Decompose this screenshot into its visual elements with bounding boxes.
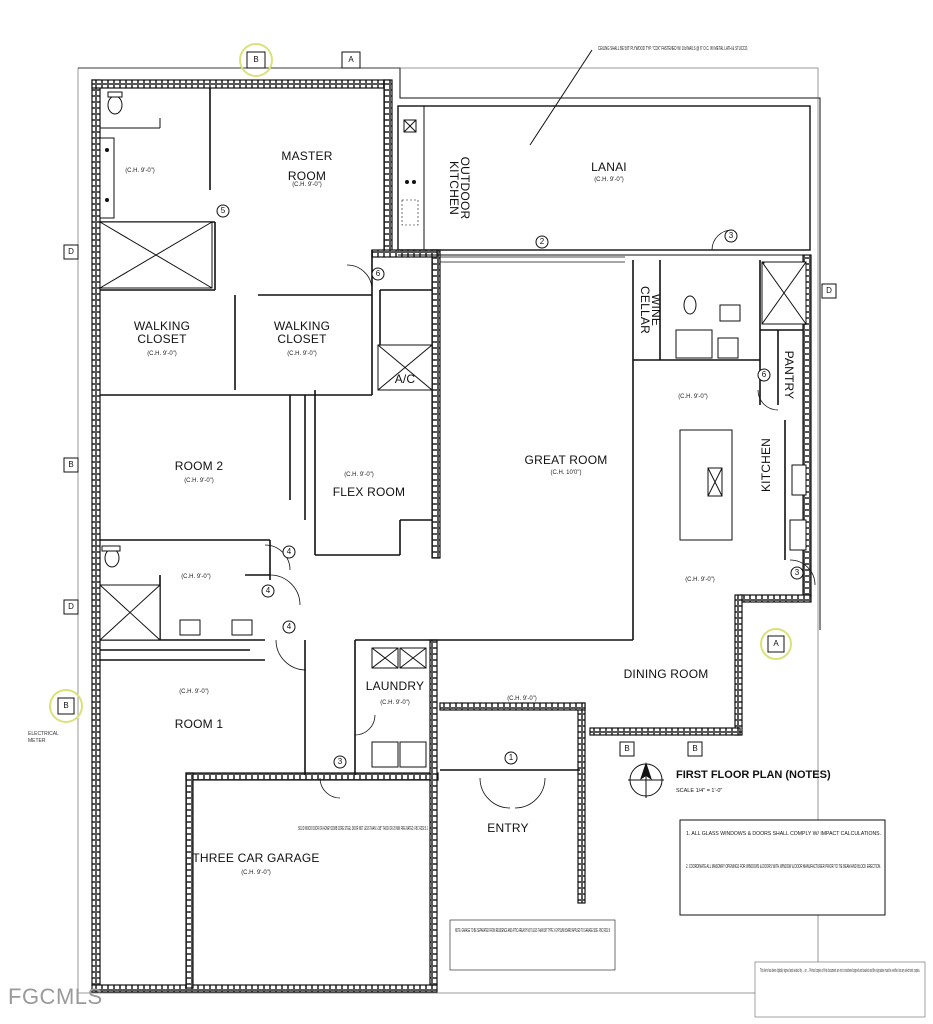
tag-left-b: B: [68, 460, 73, 469]
label-garage-sub: (C.H. 9'-0"): [241, 870, 271, 876]
door-note: SOLID WOOD DOOR OR HONEYCOMB CORE STEEL …: [298, 826, 428, 832]
label-garage: THREE CAR GARAGE: [192, 851, 319, 865]
label-great-sub: (C.H. 10'0"): [551, 470, 582, 476]
label-room1-sub: (C.H. 9'-0"): [179, 689, 209, 695]
garage-note: NOTE: GARAGE TO BE SEPARATED FROM RESIDE…: [455, 928, 610, 934]
label-laundry: LAUNDRY: [366, 679, 425, 693]
plan-scale: SCALE 1/4" = 1'-0": [676, 788, 722, 794]
hall-bath-fixtures: [99, 545, 253, 641]
notes-text: FIRST FLOOR PLAN (NOTES) SCALE 1/4" = 1'…: [28, 46, 920, 974]
signature-note: This item has been digitally signed and …: [760, 968, 920, 974]
label-bath2-sub: (C.H. 9'-0"): [181, 574, 211, 580]
lot-outline: [77, 67, 819, 994]
exterior-walls: [91, 79, 812, 993]
label-outdoor-kitchen: OUTDOORKITCHEN: [447, 157, 472, 220]
note-1: 1. ALL GLASS WINDOWS & DOORS SHALL COMPL…: [686, 831, 881, 837]
tag-left-b2: B: [63, 701, 68, 710]
north-arrow-icon: [628, 762, 664, 798]
door-mark-4b: 4: [266, 586, 271, 595]
label-kitchen-sub: (C.H. 9'-0"): [678, 394, 708, 400]
label-hall-sub: (C.H. 9'-0"): [507, 696, 537, 702]
note-2: 2. COORDINATE ALL MASONRY OPENINGS FOR W…: [686, 864, 881, 870]
notes-box: [679, 819, 886, 916]
label-master-sub: (C.H. 9'-0"): [292, 182, 322, 188]
label-flex-room: FLEX ROOM: [333, 485, 405, 499]
door-mark-4a: 4: [287, 547, 292, 556]
section-tags: B A D B D B D A B B: [49, 43, 837, 757]
laundry-fixtures: [371, 647, 427, 768]
label-dining-room: DINING ROOM: [624, 667, 709, 681]
tag-bottom-b1: B: [624, 744, 629, 753]
plan-title: FIRST FLOOR PLAN (NOTES): [676, 769, 831, 781]
label-room2-sub: (C.H. 9'-0"): [184, 478, 214, 484]
label-room1: ROOM 1: [175, 717, 224, 731]
door-mark-3b: 3: [795, 568, 800, 577]
door-mark-1: 1: [509, 753, 514, 762]
label-laundry-sub: (C.H. 9'-0"): [380, 700, 410, 706]
ac-unit: [377, 344, 433, 391]
label-great-room: GREAT ROOM: [525, 453, 608, 467]
tag-left-d2: D: [68, 602, 74, 611]
label-entry: ENTRY: [487, 821, 528, 835]
watermark: FGCMLS: [8, 984, 103, 1009]
kitchen-fixtures: [675, 261, 807, 551]
tag-bottom-b2: B: [692, 744, 697, 753]
label-room2: ROOM 2: [175, 459, 224, 473]
door-markers: 1 2 3 3 3 4 4 4 5 6 6: [216, 204, 804, 769]
tag-top-a: A: [348, 55, 354, 64]
label-ac: A/C: [395, 372, 416, 386]
tag-left-d1: D: [68, 247, 74, 256]
tag-top-b: B: [253, 55, 258, 64]
tag-right-a: A: [773, 639, 779, 648]
garage-note-box: [449, 919, 616, 971]
door-mark-2: 2: [540, 237, 545, 246]
label-walk2-sub: (C.H. 9'-0"): [287, 351, 317, 357]
door-mark-6a: 6: [376, 269, 381, 278]
label-walk1-sub: (C.H. 9'-0"): [147, 351, 177, 357]
tag-right-d: D: [826, 286, 832, 295]
ceiling-note-leader: [529, 49, 593, 146]
label-flex-sub: (C.H. 9'-0"): [344, 472, 374, 478]
door-mark-6b: 6: [762, 370, 767, 379]
master-bath-fixtures: [99, 91, 213, 289]
door-mark-3c: 3: [338, 757, 343, 766]
signature-box: [754, 961, 926, 1018]
label-dining-sub: (C.H. 9'-0"): [685, 577, 715, 583]
door-mark-3a: 3: [729, 231, 734, 240]
label-kitchen: KITCHEN: [759, 438, 773, 492]
label-wine-cellar: WINECELLAR: [638, 286, 663, 334]
ceiling-note: CEILING SHALL BE 5/8" PLYWOOD TYP. "CDX"…: [598, 46, 748, 52]
lanai-frame: [397, 105, 811, 256]
label-bath1-sub: (C.H. 9'-0"): [125, 168, 155, 174]
label-lanai-sub: (C.H. 9'-0"): [594, 177, 624, 183]
label-pantry: PANTRY: [782, 351, 796, 400]
door-mark-5: 5: [221, 206, 226, 215]
door-mark-4c: 4: [287, 622, 292, 631]
label-lanai: LANAI: [591, 160, 627, 174]
